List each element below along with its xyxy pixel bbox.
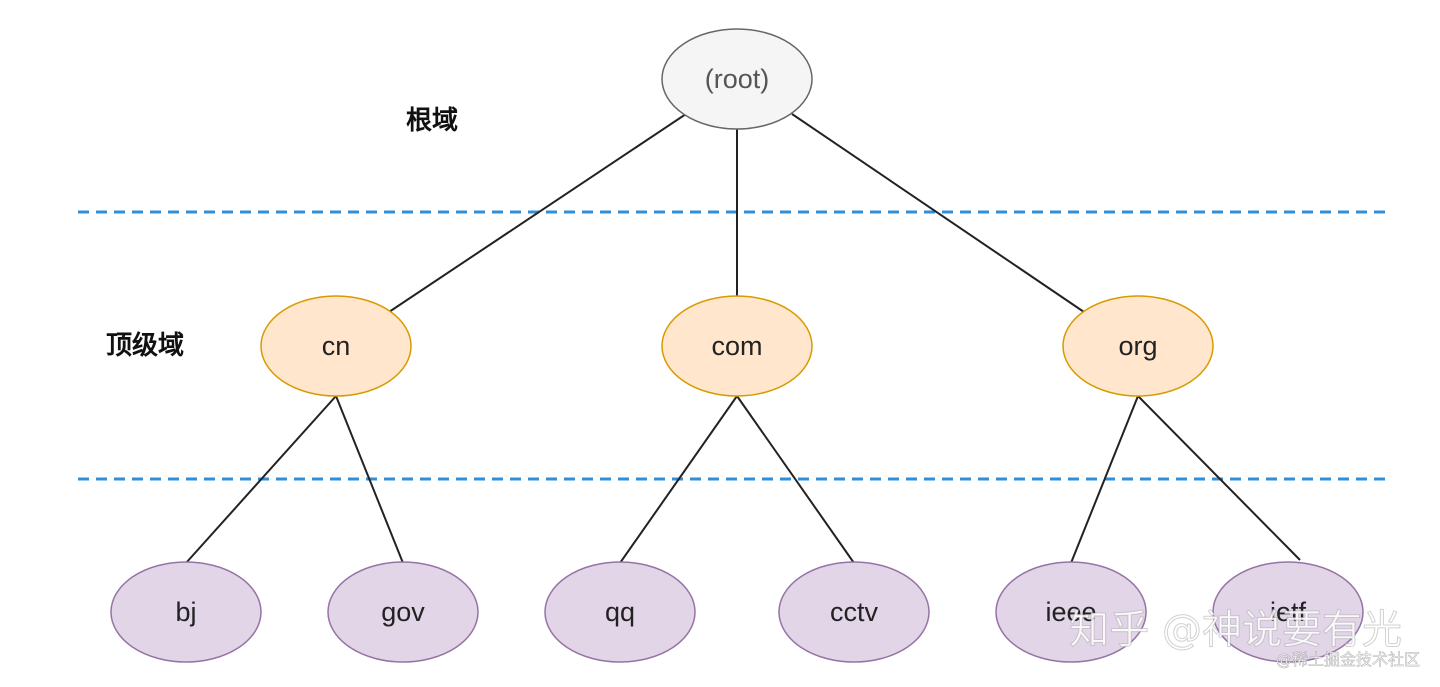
edge-cn-bj bbox=[185, 395, 337, 564]
edge-com-cctv bbox=[736, 395, 855, 564]
node-ieee-label: ieee bbox=[1045, 597, 1096, 627]
node-ietf-shape bbox=[1212, 561, 1364, 663]
edge-root-org bbox=[791, 113, 1085, 313]
edge-org-ieee bbox=[1070, 395, 1139, 564]
node-org: org bbox=[1062, 295, 1214, 397]
node-root: (root) bbox=[661, 28, 813, 130]
node-root-label: (root) bbox=[705, 64, 770, 94]
tld-label: 顶级域 bbox=[106, 330, 184, 361]
node-qq-label: qq bbox=[605, 597, 635, 627]
node-ietf-label: ietf bbox=[1270, 597, 1307, 627]
node-org-shape bbox=[1062, 295, 1214, 397]
node-cctv-shape bbox=[778, 561, 930, 663]
edge-org-ietf bbox=[1137, 395, 1301, 561]
node-gov-shape bbox=[327, 561, 479, 663]
node-ieee-shape bbox=[995, 561, 1147, 663]
node-com-label: com bbox=[711, 331, 762, 361]
zhihu-watermark: 知乎 @神说要有光 bbox=[1069, 607, 1402, 653]
node-ieee: ieee bbox=[995, 561, 1147, 663]
node-cn-label: cn bbox=[322, 331, 351, 361]
node-org-label: org bbox=[1118, 331, 1157, 361]
node-bj-label: bj bbox=[175, 597, 196, 627]
juejin-watermark: @稀土掘金技术社区 bbox=[1276, 650, 1420, 669]
node-com-shape bbox=[661, 295, 813, 397]
edge-com-qq bbox=[619, 395, 738, 564]
node-gov: gov bbox=[327, 561, 479, 663]
node-qq-shape bbox=[544, 561, 696, 663]
edges bbox=[185, 113, 1301, 564]
edge-cn-gov bbox=[335, 395, 404, 564]
node-cctv: cctv bbox=[778, 561, 930, 663]
node-ietf: ietf bbox=[1212, 561, 1364, 663]
root-domain-label: 根域 bbox=[406, 106, 458, 136]
node-cctv-label: cctv bbox=[830, 597, 879, 627]
node-qq: qq bbox=[544, 561, 696, 663]
edge-root-cn bbox=[388, 113, 687, 313]
node-gov-label: gov bbox=[381, 597, 425, 627]
node-bj: bj bbox=[110, 561, 262, 663]
node-cn: cn bbox=[260, 295, 412, 397]
node-bj-shape bbox=[110, 561, 262, 663]
node-root-shape bbox=[661, 28, 813, 130]
node-cn-shape bbox=[260, 295, 412, 397]
node-com: com bbox=[661, 295, 813, 397]
